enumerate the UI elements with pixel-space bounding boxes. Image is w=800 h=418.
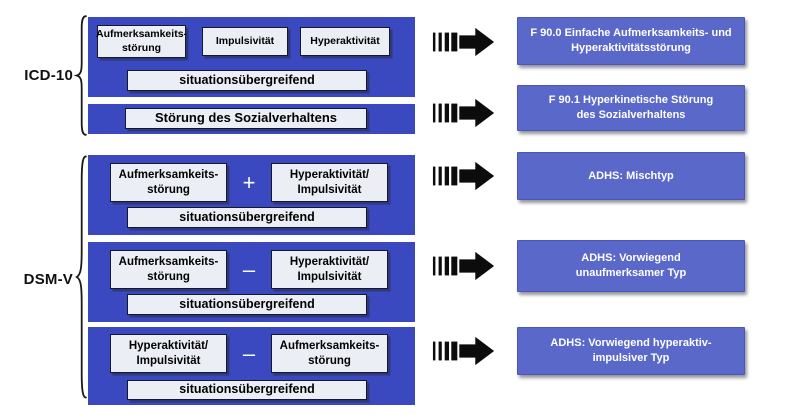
plus-operator: + [242,169,256,195]
condition-box-cross-situational: situationsübergreifend [127,70,367,91]
flow-arrow-icon [432,98,495,128]
flow-arrow-icon [432,251,495,281]
condition-box-cross-situational: situationsübergreifend [127,294,367,315]
symptom-box-attention: Aufmerksamkeits- störung [271,334,388,373]
flow-arrow-icon [432,161,495,191]
symptom-box-hyperactivity-impulsivity: Hyperaktivität/ Impulsivität [110,334,227,373]
icd10-social-panel: Störung des Sozialverhaltens [88,104,415,134]
symptom-box-attention: Aufmerksamkeits- störung [110,250,227,289]
condition-box-cross-situational: situationsübergreifend [127,380,367,400]
minus-operator: – [242,340,256,366]
dsm5-label: DSM-V [23,271,73,288]
dsm5-hyperactive-panel: Hyperaktivität/ Impulsivität – Aufmerksa… [88,327,415,405]
icd10-label: ICD-10 [24,67,73,84]
symptom-box-impulsivity: Impulsivität [202,27,288,56]
symptom-box-hyperactivity-impulsivity: Hyperaktivität/ Impulsivität [271,250,388,289]
flow-arrow-icon [432,27,495,57]
dsm5-brace-icon [74,154,88,400]
symptom-box-attention: Aufmerksamkeits- störung [96,25,187,58]
symptom-box-attention: Aufmerksamkeits- störung [110,163,227,202]
social-disorder-box: Störung des Sozialverhaltens [125,108,367,129]
result-box-adhs-mixed: ADHS: Mischtyp [517,152,745,200]
flow-arrow-icon [432,336,495,366]
result-box-f900: F 90.0 Einfache Aufmerksamkeits- und Hyp… [517,17,745,65]
result-box-adhs-inattentive: ADHS: Vorwiegend unaufmerksamer Typ [517,240,745,292]
result-box-adhs-hyperactive: ADHS: Vorwiegend hyperaktiv- impulsiver … [517,327,745,375]
symptom-box-hyperactivity-impulsivity: Hyperaktivität/ Impulsivität [271,163,388,202]
minus-operator: – [242,256,256,282]
dsm5-inattentive-panel: Aufmerksamkeits- störung – Hyperaktivitä… [88,242,415,322]
icd10-brace-icon [74,15,88,136]
dsm5-mixed-panel: Aufmerksamkeits- störung + Hyperaktivitä… [88,155,415,235]
condition-box-cross-situational: situationsübergreifend [127,207,367,228]
symptom-box-hyperactivity: Hyperaktivität [300,27,390,56]
result-box-f901: F 90.1 Hyperkinetische Störung des Sozia… [517,85,745,131]
icd10-symptom-panel: Aufmerksamkeits- störung Impulsivität Hy… [88,17,415,97]
